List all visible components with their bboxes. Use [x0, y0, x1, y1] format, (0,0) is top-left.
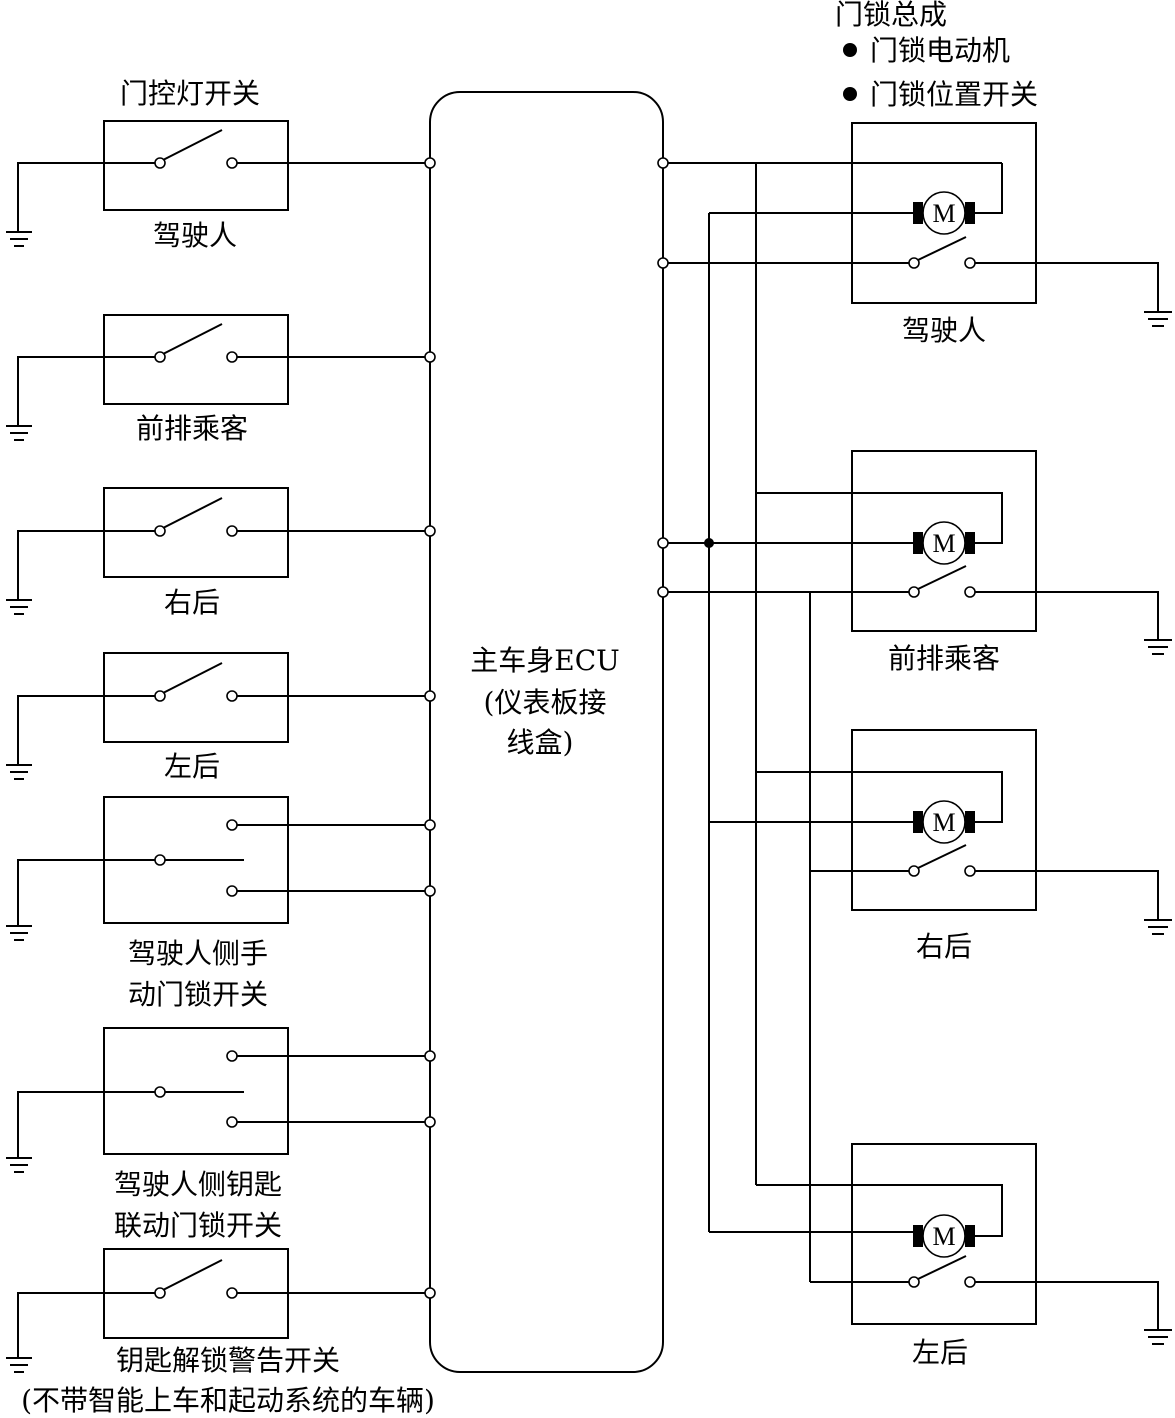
manual-lock-label-1: 驾驶人侧手: [128, 937, 268, 970]
key-unlock-warning-switch: 钥匙解锁警告开关 (不带智能上车和起动系统的车辆): [17, 1248, 436, 1417]
dome-switch-right-rear: 右后: [17, 487, 436, 619]
door-lock-driver: M 驾驶人: [709, 122, 1159, 347]
door-lock-left-rear: M 左后: [709, 1143, 1159, 1369]
lock-front-passenger-label: 前排乘客: [888, 642, 1000, 675]
right-bus-lines: [708, 163, 811, 1282]
key-warn-label-2: (不带智能上车和起动系统的车辆): [21, 1384, 435, 1417]
assembly-item-motor: 门锁电动机: [870, 34, 1010, 67]
ecu-label-3: 线盒): [507, 726, 574, 759]
door-lock-right-rear: M 右后: [709, 729, 1159, 963]
key-warn-label-1: 钥匙解锁警告开关: [116, 1344, 340, 1377]
bullet-icon: [843, 43, 857, 57]
motor-symbol: M: [932, 1222, 955, 1251]
lock-right-rear-label: 右后: [916, 930, 972, 963]
lock-left-rear-label: 左后: [912, 1336, 968, 1369]
lock-driver-label: 驾驶人: [902, 314, 986, 347]
ecu-label-1: 主车身ECU: [470, 644, 619, 677]
junction-dot: [704, 538, 714, 548]
bullet-icon: [843, 87, 857, 101]
sw-left-rear-label: 左后: [164, 750, 220, 783]
motor-symbol: M: [932, 808, 955, 837]
manual-door-lock-switch: 驾驶人侧手 动门锁开关: [17, 796, 436, 1011]
manual-lock-label-2: 动门锁开关: [128, 978, 268, 1011]
sw-right-rear-label: 右后: [164, 586, 220, 619]
sw-front-passenger-label: 前排乘客: [136, 412, 248, 445]
key-linked-lock-switch: 驾驶人侧钥匙 联动门锁开关: [17, 1027, 436, 1242]
door-lock-front-passenger: M 前排乘客: [756, 450, 1159, 675]
ground-icons-left: [6, 231, 32, 1373]
dome-switch-title: 门控灯开关: [120, 77, 260, 110]
dome-switch-front-passenger: 前排乘客: [17, 314, 436, 445]
assembly-item-position-switch: 门锁位置开关: [870, 78, 1038, 111]
ground-icons-right: [1144, 311, 1172, 1345]
key-lock-label-2: 联动门锁开关: [114, 1209, 282, 1242]
dome-switch-left-rear: 左后: [17, 652, 436, 783]
ecu-body: [429, 91, 664, 1373]
motor-symbol: M: [932, 529, 955, 558]
sw-driver-label: 驾驶人: [153, 219, 237, 252]
motor-symbol: M: [932, 199, 955, 228]
dome-switch-driver: 门控灯开关 驾驶人: [17, 77, 436, 252]
ecu-label-2: (仪表板接: [484, 686, 607, 719]
assembly-title: 门锁总成: [835, 0, 947, 31]
key-lock-label-1: 驾驶人侧钥匙: [114, 1168, 282, 1201]
